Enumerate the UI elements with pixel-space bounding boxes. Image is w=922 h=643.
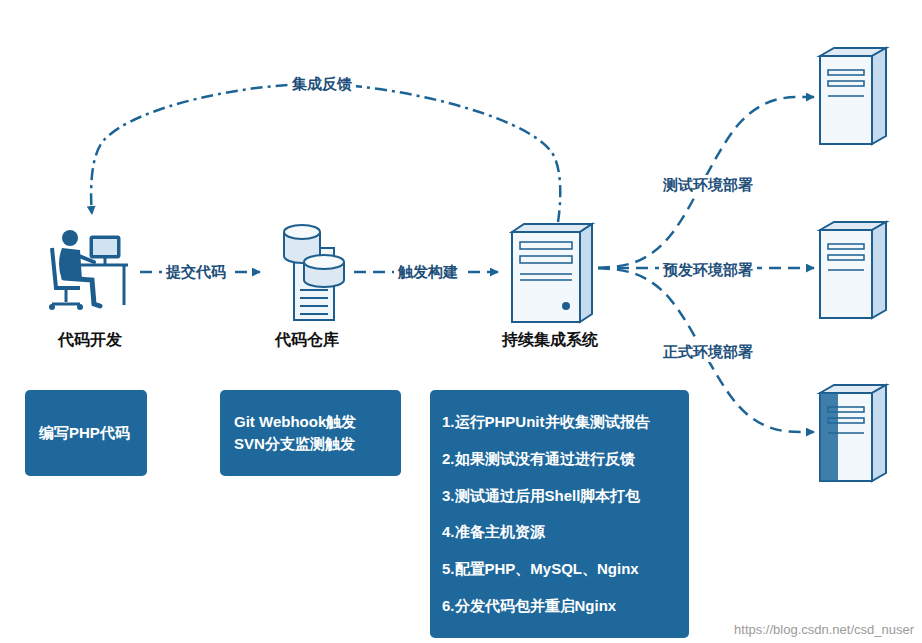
server-icon <box>820 222 886 318</box>
box-text: 4.准备主机资源 <box>442 521 677 543</box>
server-icon <box>820 385 886 481</box>
server-node <box>816 44 890 150</box>
repository-icon <box>284 225 344 320</box>
process-box: 编写PHP代码 <box>25 390 147 476</box>
process-box: Git Webhook触发 SVN分支监测触发 <box>220 390 401 476</box>
developer-icon <box>49 230 128 310</box>
box-text: 6.分发代码包并重启Nginx <box>442 595 677 617</box>
edge-label: 集成反馈 <box>288 74 356 94</box>
edge-label: 测试环境部署 <box>659 175 757 195</box>
edge-label: 触发构建 <box>394 262 462 282</box>
server-node <box>816 218 890 320</box>
node-caption: 持续集成系统 <box>502 330 598 352</box>
edge-label: 提交代码 <box>162 262 230 282</box>
edge-label: 正式环境部署 <box>659 342 757 362</box>
box-text: Git Webhook触发 SVN分支监测触发 <box>234 411 387 455</box>
connector <box>91 84 560 222</box>
ci-server-icon <box>512 224 592 322</box>
server-icon <box>820 48 886 144</box>
ci-system-node: 持续集成系统 <box>498 218 602 352</box>
node-caption: 代码仓库 <box>275 330 339 352</box>
box-text: 3.测试通过后用Shell脚本打包 <box>442 485 677 507</box>
step-list-box: 1.运行PHPUnit并收集测试报告 2.如果测试没有通过进行反馈 3.测试通过后用… <box>430 390 689 638</box>
repository-node: 代码仓库 <box>260 205 354 352</box>
edge-label: 预发环境部署 <box>659 260 757 280</box>
box-text: 2.如果测试没有通过进行反馈 <box>442 448 677 470</box>
box-text: 5.配置PHP、MySQL、Nginx <box>442 558 677 580</box>
connector <box>598 97 814 268</box>
box-text: 1.运行PHPUnit并收集测试报告 <box>442 411 677 433</box>
server-node <box>816 381 890 483</box>
developer-node: 代码开发 <box>40 220 140 352</box>
watermark: https://blog.csdn.net/csd_nuser <box>734 622 914 637</box>
node-caption: 代码开发 <box>58 330 122 352</box>
box-text: 编写PHP代码 <box>39 422 133 444</box>
